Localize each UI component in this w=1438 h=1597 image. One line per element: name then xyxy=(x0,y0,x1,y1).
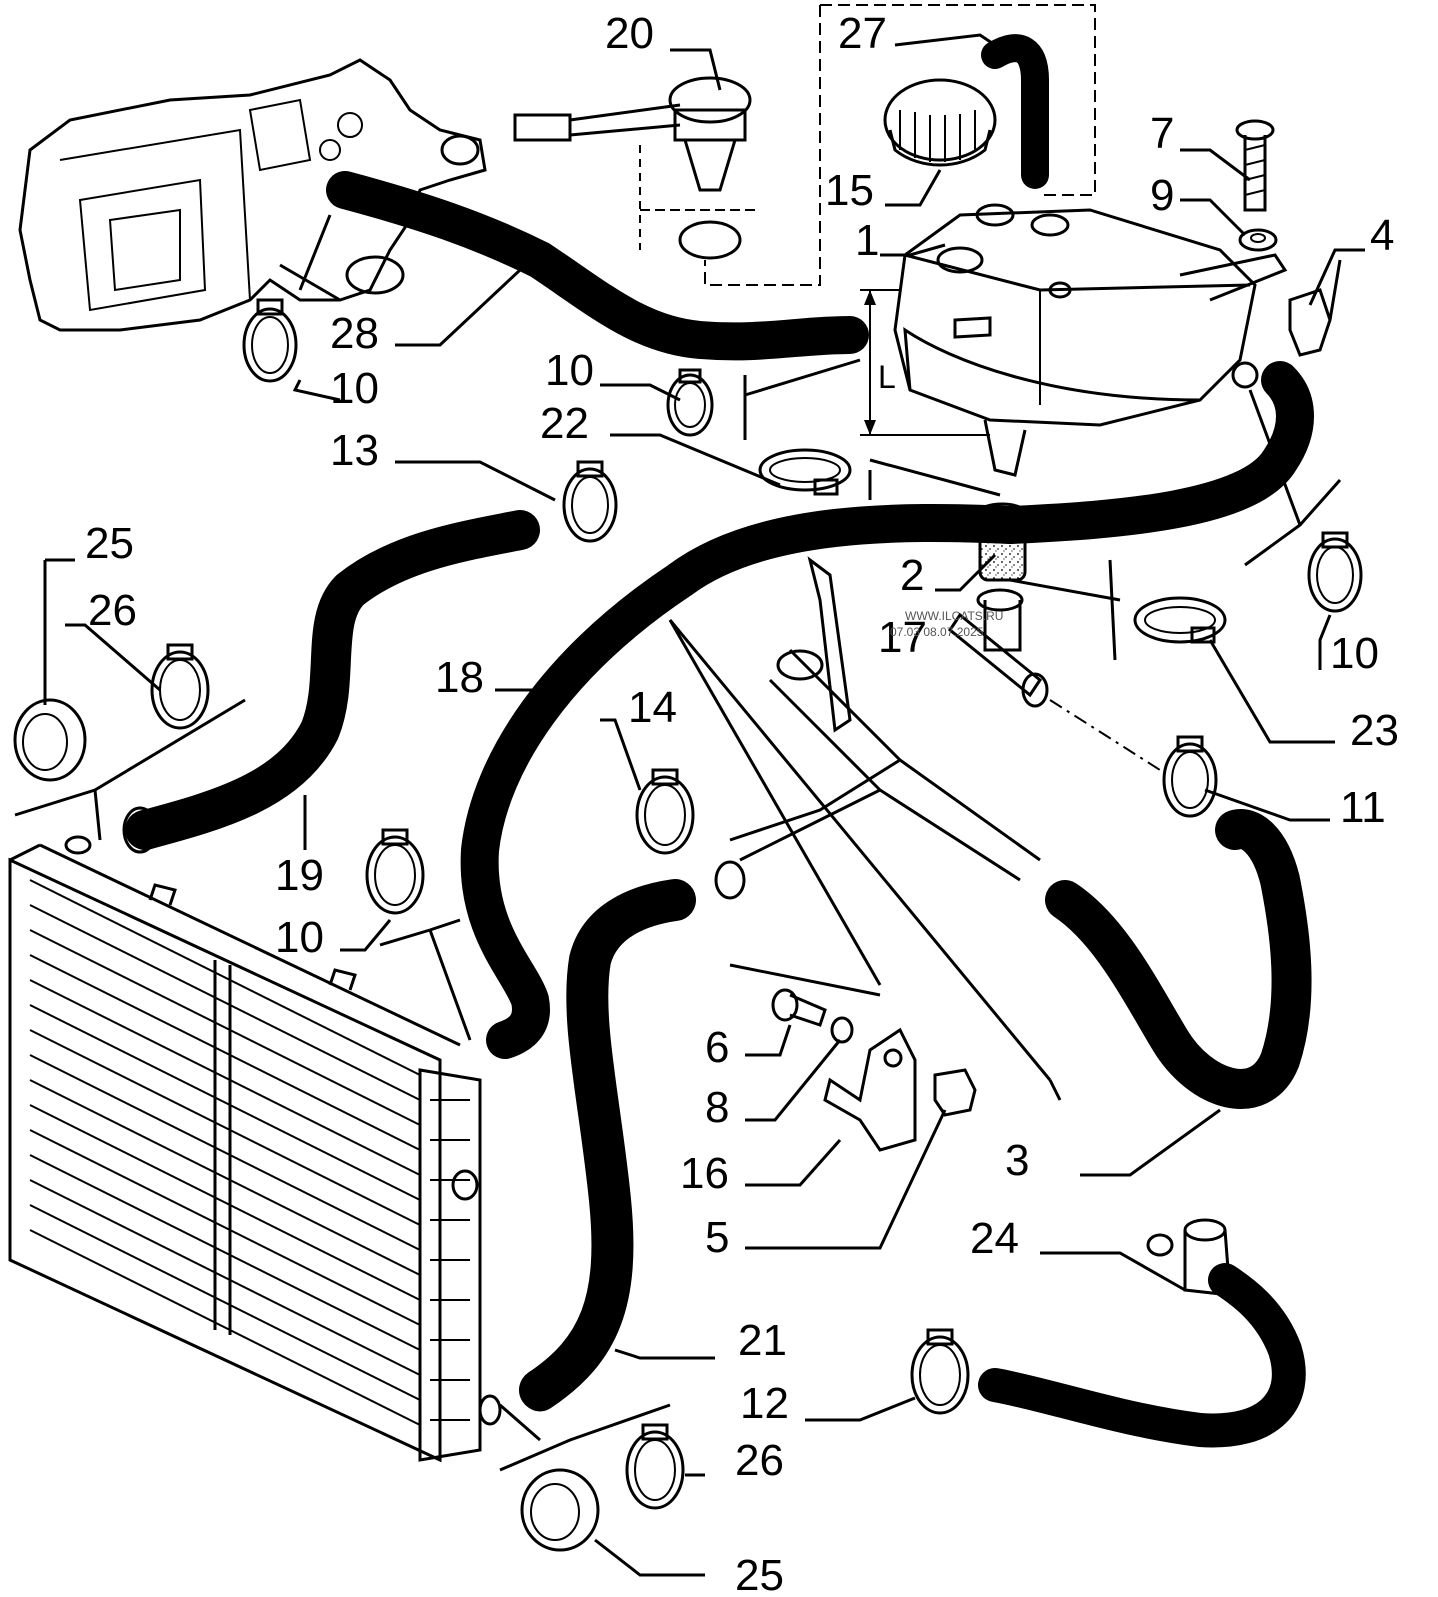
label-11: 11 xyxy=(1340,783,1386,832)
label-17: 17 xyxy=(878,613,927,662)
label-21: 21 xyxy=(738,1316,787,1365)
clamp-10a xyxy=(242,298,298,383)
tee-fitting-17 xyxy=(947,588,1049,708)
leader-lines xyxy=(14,33,1365,1577)
hose-18 xyxy=(460,504,1029,1059)
bolt-6 xyxy=(771,988,827,1027)
clamp-26b xyxy=(625,1423,685,1510)
clamp-14 xyxy=(635,768,695,855)
bracket-16 xyxy=(823,1027,917,1152)
kit-frame xyxy=(820,4,1096,196)
clamp-26a xyxy=(150,643,210,730)
hose-21 xyxy=(519,879,696,1412)
label-7: 7 xyxy=(1150,109,1174,158)
washer-8 xyxy=(830,1016,854,1044)
ring-25b xyxy=(520,1468,600,1552)
label-18: 18 xyxy=(435,653,484,702)
label-22: 22 xyxy=(540,399,589,448)
label-1: 1 xyxy=(855,216,879,265)
label-15: 15 xyxy=(825,166,874,215)
dimension-label-L: L xyxy=(878,359,896,395)
label-12: 12 xyxy=(740,1379,789,1428)
label-3: 3 xyxy=(1005,1136,1029,1185)
metal-pipe xyxy=(714,556,1041,900)
label-8: 8 xyxy=(705,1083,729,1132)
label-26-left: 26 xyxy=(88,586,137,635)
ring-25a xyxy=(13,698,87,782)
clamp-23 xyxy=(1133,596,1227,644)
label-16: 16 xyxy=(680,1149,729,1198)
clamp-11 xyxy=(1162,735,1218,818)
clamp-10c xyxy=(1307,531,1363,613)
label-24: 24 xyxy=(970,1214,1019,1263)
label-13: 13 xyxy=(330,426,379,475)
bolt-7 xyxy=(1235,119,1275,212)
label-10-right: 10 xyxy=(1330,629,1379,678)
temperature-sensor-20 xyxy=(513,76,760,260)
clamp-12 xyxy=(910,1328,970,1415)
hose-24 xyxy=(978,1218,1306,1448)
label-10-top-mid: 10 xyxy=(545,346,594,395)
label-9: 9 xyxy=(1150,171,1174,220)
clip-4 xyxy=(1288,288,1332,357)
washer-9 xyxy=(1238,228,1278,252)
label-28: 28 xyxy=(330,309,379,358)
expansion-tank-1 xyxy=(893,203,1288,477)
label-27: 27 xyxy=(838,9,887,58)
part-number-labels: 20 27 7 9 15 1 4 28 10 10 22 13 25 26 2 … xyxy=(85,9,1399,1597)
radiator xyxy=(8,835,502,1463)
label-4: 4 xyxy=(1370,211,1394,260)
label-5: 5 xyxy=(705,1213,729,1262)
label-6: 6 xyxy=(705,1023,729,1072)
watermark-line-2: 07.03 08.07.2025 xyxy=(890,625,984,639)
label-10-top-left: 10 xyxy=(330,364,379,413)
filler-cap-15 xyxy=(883,78,997,167)
watermark: WWW.ILCATS.RU 07.03 08.07.2025 xyxy=(890,609,1003,639)
hose-2 xyxy=(978,502,1027,582)
watermark-line-1: WWW.ILCATS.RU xyxy=(905,609,1003,623)
dimension-L xyxy=(860,289,990,436)
label-26-bottom: 26 xyxy=(735,1436,784,1485)
label-23: 23 xyxy=(1350,706,1399,755)
label-25-bottom: 25 xyxy=(735,1551,784,1597)
label-14: 14 xyxy=(628,683,677,732)
hose-19 xyxy=(122,510,540,854)
clamp-10d xyxy=(365,828,425,915)
kit-frame-left xyxy=(704,5,821,286)
hose-28 xyxy=(326,171,869,361)
label-19: 19 xyxy=(275,851,324,900)
label-10-radiator: 10 xyxy=(275,913,324,962)
clamp-13 xyxy=(562,460,618,543)
label-20: 20 xyxy=(605,9,654,58)
hose-tank-overflow xyxy=(991,361,1314,544)
label-25-left: 25 xyxy=(85,519,134,568)
nut-5 xyxy=(933,1068,977,1117)
clamp-22 xyxy=(758,448,852,496)
hose-3 xyxy=(1045,809,1312,1109)
clamp-10b xyxy=(666,368,714,437)
label-2: 2 xyxy=(900,551,924,600)
hose-27 xyxy=(981,34,1049,189)
